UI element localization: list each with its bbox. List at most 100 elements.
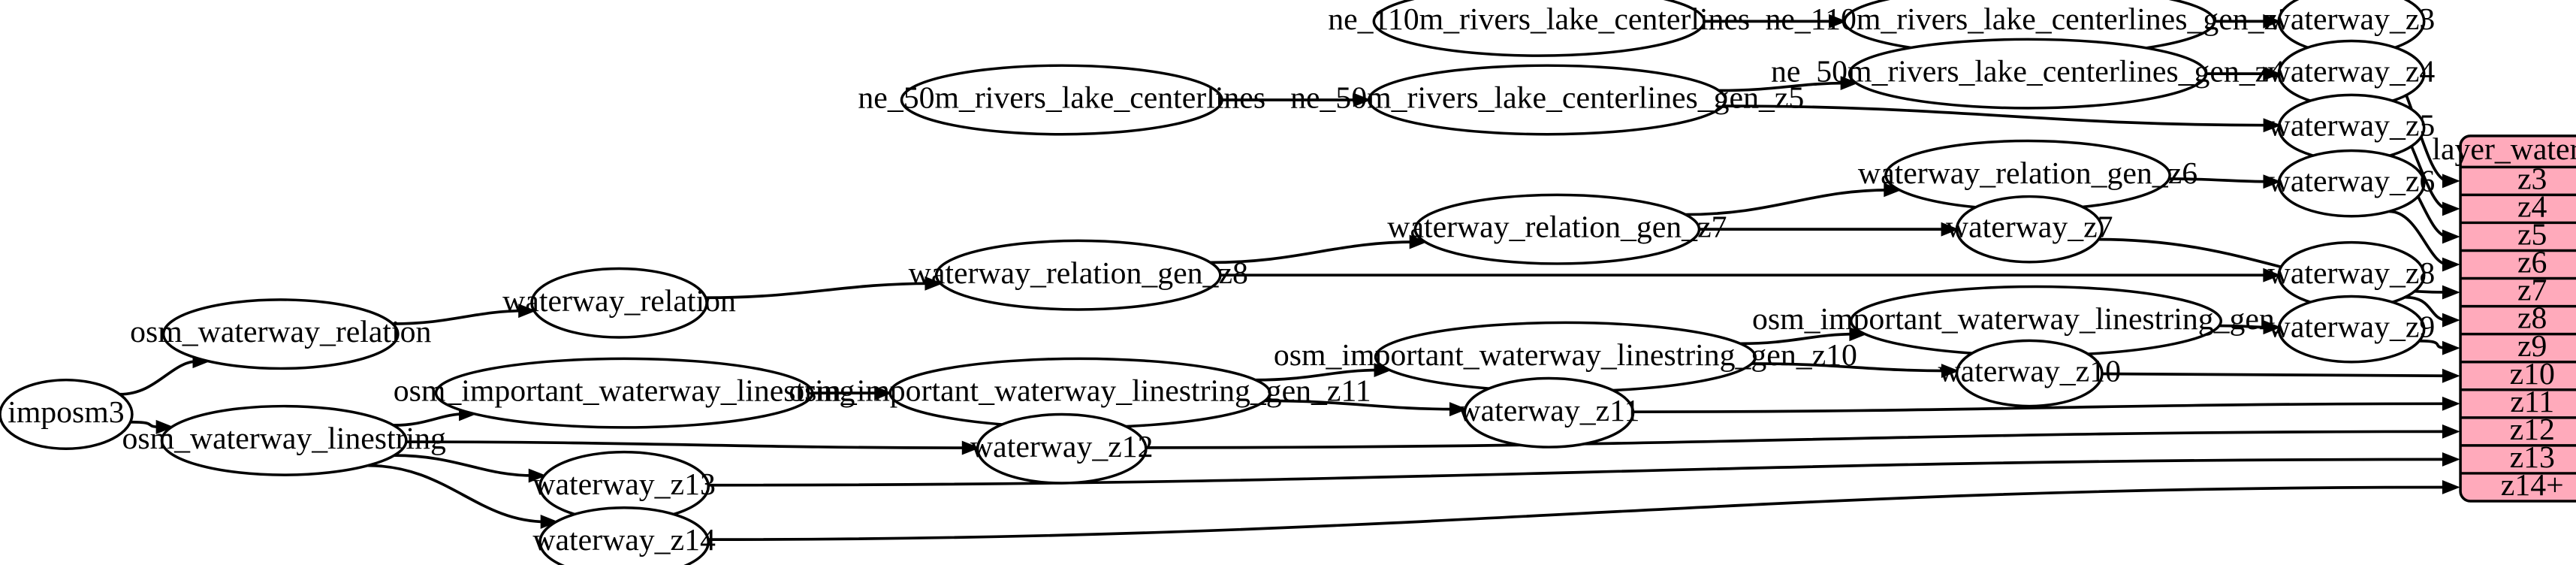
edge-osm_important_waterway_linestring_gen_z10-to-osm_important_waterway_linestring_gen_z9	[1740, 332, 1856, 346]
node-waterway_relation_gen_z7[interactable]: waterway_relation_gen_z7	[1387, 193, 1727, 265]
edge-arrowhead	[1409, 234, 1428, 249]
node-osm_waterway_relation[interactable]: osm_waterway_relation	[130, 298, 432, 370]
edge-arrowhead	[2442, 174, 2460, 189]
node-osm_waterway_linestring[interactable]: osm_waterway_linestring	[122, 404, 446, 476]
node-label: ne_50m_rivers_lake_centerlines_gen_z5	[1290, 80, 1804, 115]
node-waterway_z9[interactable]: waterway_z9	[2268, 295, 2436, 364]
node-waterway_z7[interactable]: waterway_z7	[1946, 195, 2113, 264]
node-label: waterway_z7	[1946, 210, 2113, 244]
edge-arrowhead	[2442, 368, 2460, 383]
node-waterway_z5[interactable]: waterway_z5	[2268, 93, 2436, 162]
record-row-label: z9	[2517, 328, 2547, 363]
edge-osm_waterway_linestring-to-waterway_z13	[394, 454, 535, 477]
edge-waterway_relation_gen_z6-to-waterway_z6	[2169, 177, 2270, 183]
node-label: ne_50m_rivers_lake_centerlines_gen_z4	[1771, 54, 2285, 89]
edge-arrowhead	[2442, 229, 2460, 244]
edge-arrowhead	[1840, 76, 1859, 90]
node-label: waterway_z11	[1458, 393, 1639, 428]
node-imposm3[interactable]: imposm3	[0, 378, 134, 450]
node-ellipse	[434, 357, 814, 429]
node-ellipse	[1463, 376, 1635, 449]
edge-osm_important_waterway_linestring_gen_z10-to-waterway_z10	[1751, 362, 1947, 373]
node-waterway_z4[interactable]: waterway_z4	[2268, 39, 2436, 108]
edge-osm_important_waterway_linestring_gen_z11-to-waterway_z11	[1265, 399, 1455, 411]
node-osm_important_waterway_linestring_gen_z9[interactable]: osm_important_waterway_linestring_gen_z9	[1752, 285, 2320, 357]
node-waterway_relation_gen_z8[interactable]: waterway_relation_gen_z8	[909, 239, 1248, 311]
node-waterway_z11[interactable]: waterway_z11	[1458, 376, 1639, 449]
node-ellipse	[538, 506, 710, 565]
edge-arrowhead	[2442, 396, 2460, 411]
edge-arrowhead	[874, 385, 893, 400]
node-osm_important_waterway_linestring_gen_z10[interactable]: osm_important_waterway_linestring_gen_z1…	[1274, 321, 1857, 393]
node-waterway_z14[interactable]: waterway_z14	[532, 506, 716, 565]
node-label: waterway_z6	[2268, 164, 2436, 198]
edge-waterway_relation_gen_z7-to-waterway_relation_gen_z6	[1685, 188, 1890, 216]
edge-waterway_z10-to-layer_waterway_z10	[2101, 372, 2448, 378]
edge-arrowhead	[2442, 285, 2460, 300]
edge-arrowhead	[155, 419, 174, 434]
edge-arrowhead	[925, 276, 943, 291]
node-waterway_relation[interactable]: waterway_relation	[502, 267, 736, 339]
node-ellipse	[976, 412, 1148, 485]
node-ellipse	[900, 64, 1223, 136]
edge-arrowhead	[528, 468, 547, 483]
node-waterway_z8[interactable]: waterway_z8	[2268, 240, 2436, 310]
record-node-layer-waterway[interactable]: layer_waterwayz3z4z5z6z7z8z9z10z11z12z13…	[2432, 131, 2576, 503]
node-waterway_z3[interactable]: waterway_z3	[2268, 0, 2436, 56]
node-ne_50m_rivers_lake_centerlines_gen_z4[interactable]: ne_50m_rivers_lake_centerlines_gen_z4	[1771, 38, 2285, 110]
record-row-label: z7	[2517, 273, 2547, 307]
edge-arrowhead	[2442, 424, 2460, 439]
node-label: waterway_z10	[1938, 354, 2120, 388]
node-label: osm_important_waterway_linestring_gen_z9	[1752, 301, 2320, 336]
node-label: waterway_z4	[2268, 54, 2436, 89]
node-label: waterway_z14	[532, 522, 716, 557]
node-ellipse	[1413, 193, 1701, 265]
record-title: layer_waterway	[2432, 131, 2576, 166]
edges-layer	[119, 14, 2460, 541]
record-row-label: z14+	[2501, 467, 2564, 502]
node-ellipse	[530, 267, 708, 339]
node-waterway_z10[interactable]: waterway_z10	[1938, 339, 2121, 408]
edge-arrowhead	[2263, 66, 2282, 81]
node-ellipse	[934, 239, 1222, 311]
edge-osm_waterway_linestring-to-osm_important_waterway_linestring	[393, 412, 465, 427]
node-label: waterway_relation_gen_z6	[1858, 156, 2197, 190]
node-label: waterway_z9	[2268, 310, 2436, 344]
edge-arrowhead	[2263, 267, 2282, 282]
edge-waterway_z6-to-layer_waterway_z6	[2388, 210, 2448, 266]
edge-osm_waterway_linestring-to-waterway_z12	[406, 440, 968, 449]
edge-arrowhead	[2442, 340, 2460, 355]
edge-arrowhead	[1941, 364, 1959, 379]
node-ne_110m_rivers_lake_centerlines_gen_z3[interactable]: ne_110m_rivers_lake_centerlines_gen_z3	[1765, 0, 2294, 57]
record-row-label: z6	[2517, 245, 2547, 279]
node-label: osm_important_waterway_linestring_gen_z1…	[789, 373, 1371, 408]
edge-arrowhead	[2442, 452, 2460, 467]
edge-arrowhead	[2263, 320, 2282, 335]
node-label: ne_110m_rivers_lake_centerlines_gen_z3	[1765, 2, 2293, 36]
edge-waterway_z14-to-layer_waterway_z14_	[707, 485, 2448, 541]
node-osm_important_waterway_linestring[interactable]: osm_important_waterway_linestring	[394, 357, 855, 429]
node-label: osm_waterway_relation	[130, 314, 431, 349]
edge-arrowhead	[1353, 92, 1371, 107]
edge-waterway_z12-to-layer_waterway_z12	[1145, 430, 2448, 449]
node-ellipse	[2277, 295, 2426, 364]
node-label: ne_110m_rivers_lake_centerlines	[1328, 2, 1750, 36]
edge-ne_50m_rivers_lake_centerlines_gen_z5-to-waterway_z5	[1722, 104, 2270, 127]
node-ellipse	[1367, 64, 1727, 136]
node-ne_50m_rivers_lake_centerlines[interactable]: ne_50m_rivers_lake_centerlines	[858, 64, 1265, 136]
edge-arrowhead	[518, 304, 537, 319]
node-ellipse	[160, 404, 408, 476]
edge-arrowhead	[1941, 222, 1959, 237]
node-waterway_z12[interactable]: waterway_z12	[970, 412, 1154, 485]
edge-waterway_relation_gen_z8-to-waterway_relation_gen_z7	[1210, 240, 1416, 264]
node-waterway_z6[interactable]: waterway_z6	[2268, 149, 2436, 218]
edge-waterway_z13-to-layer_waterway_z13	[708, 458, 2448, 487]
node-osm_important_waterway_linestring_gen_z11[interactable]: osm_important_waterway_linestring_gen_z1…	[789, 357, 1371, 429]
record-row-label: z11	[2510, 384, 2554, 418]
node-ellipse	[1848, 38, 2208, 110]
node-ne_50m_rivers_lake_centerlines_gen_z5[interactable]: ne_50m_rivers_lake_centerlines_gen_z5	[1290, 64, 1804, 136]
node-ne_110m_rivers_lake_centerlines[interactable]: ne_110m_rivers_lake_centerlines	[1328, 0, 1750, 57]
node-ellipse	[1372, 0, 1706, 57]
node-label: waterway_relation_gen_z8	[909, 255, 1248, 290]
